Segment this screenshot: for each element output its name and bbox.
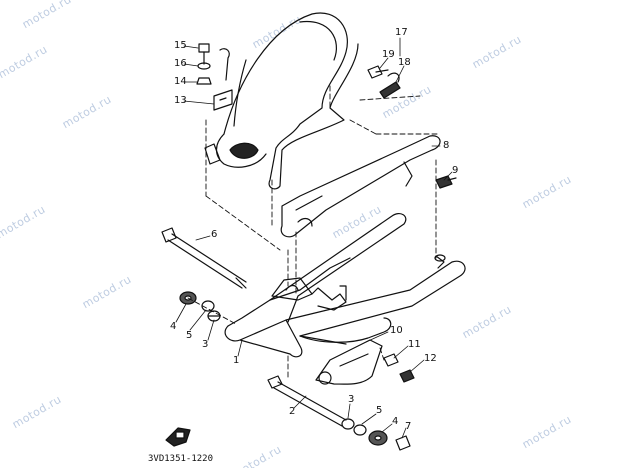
bolt-9	[435, 175, 457, 189]
callout-14: 14	[174, 76, 187, 87]
callout-4-lower: 4	[392, 416, 399, 427]
shaft-2	[267, 375, 347, 427]
chain-puller	[315, 339, 383, 385]
fender-bracket	[213, 89, 233, 111]
bolt-12	[399, 369, 415, 383]
rear-fender	[204, 12, 359, 190]
bearing-3-lower	[341, 418, 355, 430]
washer-5	[201, 300, 215, 312]
leader-lines	[175, 37, 453, 439]
callout-17: 17	[395, 27, 408, 38]
chain-guard	[280, 135, 441, 238]
washer-5-lower	[353, 424, 367, 436]
callout-5: 5	[186, 330, 193, 341]
bearing-3	[207, 310, 221, 322]
callout-12: 12	[424, 353, 437, 364]
screw-19	[367, 65, 389, 79]
assembly-lines	[187, 85, 441, 381]
nut-7	[395, 435, 411, 451]
swingarm	[224, 212, 466, 358]
oil-seal-4-lower	[368, 430, 388, 446]
callout-8: 8	[443, 140, 450, 151]
front-arrow-icon	[165, 427, 191, 447]
callout-16: 16	[174, 58, 187, 69]
callout-3: 3	[202, 339, 209, 350]
callout-10: 10	[390, 325, 403, 336]
callout-11: 11	[408, 339, 421, 350]
callout-4: 4	[170, 321, 177, 332]
callout-5-lower: 5	[376, 405, 383, 416]
callout-13: 13	[174, 95, 187, 106]
nut-14	[196, 77, 212, 85]
pivot-shaft	[161, 227, 247, 289]
callout-18: 18	[398, 57, 411, 68]
callout-15: 15	[174, 40, 187, 51]
oil-seal-4	[179, 291, 197, 305]
bolt-15	[198, 43, 210, 65]
nut-11	[383, 353, 399, 367]
callout-6: 6	[211, 229, 218, 240]
callout-19: 19	[382, 49, 395, 60]
callout-2: 2	[289, 406, 296, 417]
diagram-code: 3VD1351-1220	[148, 454, 214, 464]
clamp-18	[379, 72, 401, 99]
callout-9: 9	[452, 165, 459, 176]
callout-7: 7	[405, 421, 412, 432]
callout-3-lower: 3	[348, 394, 355, 405]
callout-1: 1	[233, 355, 240, 366]
